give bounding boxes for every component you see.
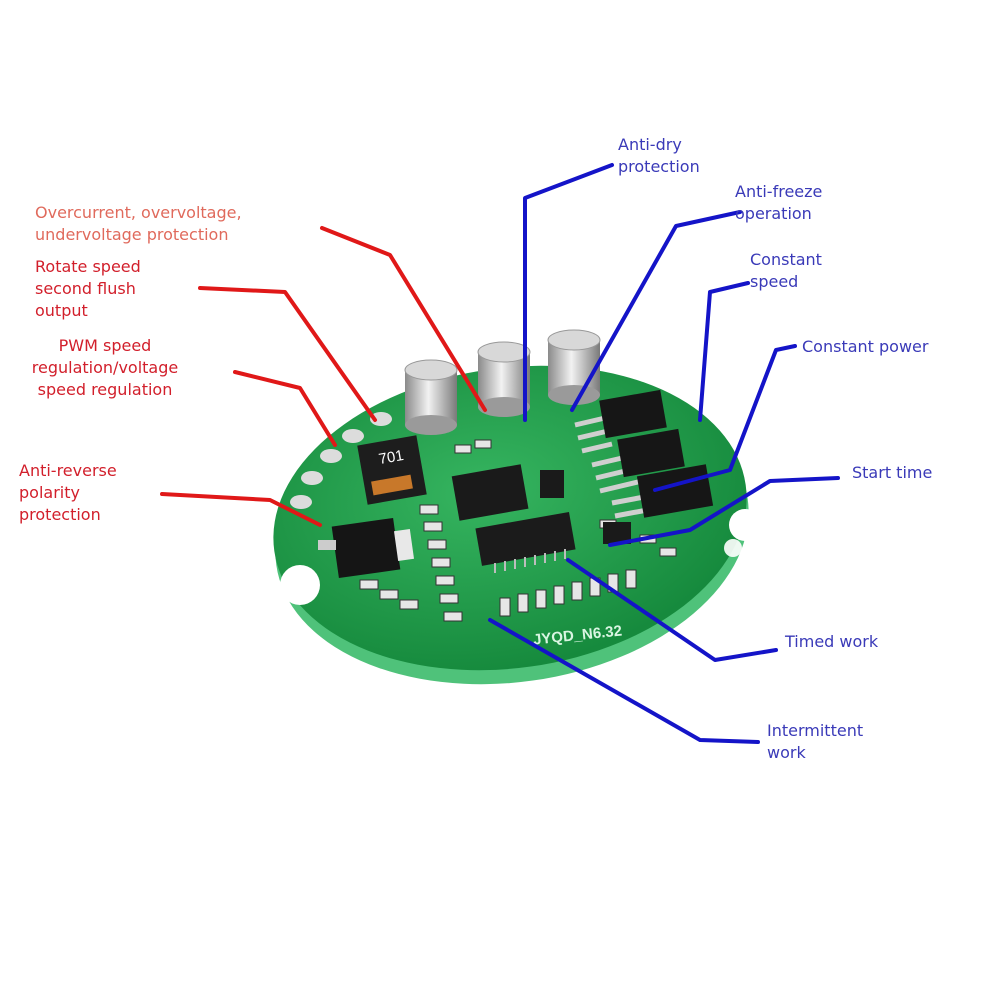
label-anti-reverse-polarity: Anti-reverse polarity protection — [19, 461, 117, 524]
mosfet-array — [574, 389, 714, 519]
label-start-time: Start time — [852, 463, 933, 482]
leader-constspeed — [698, 281, 750, 422]
label-anti-dry-protection: Anti-dry protection — [618, 135, 700, 176]
protection-chip — [318, 517, 415, 579]
leader-reverse — [160, 492, 322, 527]
label-overcurrent-protection: Overcurrent, overvoltage, undervoltage p… — [35, 203, 242, 244]
label-timed-work: Timed work — [785, 632, 879, 651]
inductor-marking: 701 — [377, 447, 405, 468]
leader-constpower — [653, 344, 797, 492]
label-constant-speed: Constant speed — [750, 250, 822, 291]
leader-antifreeze — [570, 210, 742, 412]
label-rotate-speed-output: Rotate speed second flush output — [35, 257, 141, 320]
small-ic-2 — [603, 522, 631, 544]
main-controller-ic — [475, 511, 576, 573]
leader-antidry — [523, 163, 614, 422]
inductor: 701 — [357, 435, 427, 505]
label-intermittent-work: Intermittent work — [767, 721, 864, 762]
driver-ic — [451, 464, 529, 521]
leader-starttime — [608, 476, 840, 547]
leader-intermittent — [488, 618, 760, 744]
label-pwm-speed-regulation: PWM speed regulation/voltage speed regul… — [31, 336, 179, 399]
small-ic — [540, 470, 564, 498]
leader-pwm — [233, 370, 337, 447]
solder-pads — [290, 412, 392, 509]
leader-overcurrent — [320, 226, 487, 412]
capacitors — [404, 329, 601, 435]
label-anti-freeze-operation: Anti-freeze operation — [735, 182, 823, 223]
label-constant-power: Constant power — [802, 337, 929, 356]
leader-timed — [566, 558, 778, 662]
leader-rotate — [198, 286, 377, 422]
